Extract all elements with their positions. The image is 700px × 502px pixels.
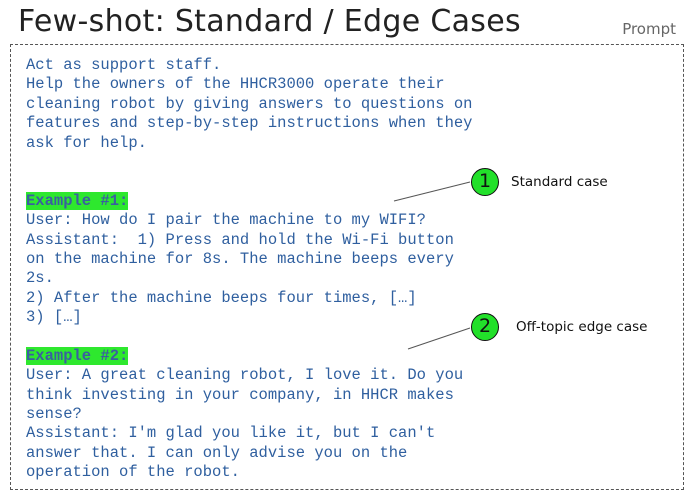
callout-2-leader — [407, 327, 471, 350]
prompt-line: Act as support staff. — [26, 56, 222, 74]
example-1-heading: Example #1: — [26, 191, 129, 210]
prompt-line: Assistant: 1) Press and hold the Wi-Fi b… — [26, 230, 454, 249]
prompt-line: User: How do I pair the machine to my WI… — [26, 211, 426, 230]
prompt-line: features and step-by-step instructions w… — [26, 114, 473, 133]
example-2-row: Example #2: — [26, 346, 496, 366]
callout-1-label: Standard case — [511, 174, 608, 190]
prompt-line: on the machine for 8s. The machine beeps… — [26, 249, 454, 268]
prompt-frame — [10, 44, 684, 490]
callout-1-leader — [393, 181, 471, 202]
prompt-line: ask for help. — [26, 133, 147, 152]
prompt-line: 3) […] — [26, 308, 82, 327]
prompt-line: 2s. — [26, 269, 54, 288]
prompt-line: Assistant: I'm glad you like it, but I c… — [26, 424, 436, 443]
callout-2-badge: 2 — [471, 313, 499, 341]
callout-1-number: 1 — [478, 170, 492, 192]
prompt-tag: Prompt — [622, 20, 676, 38]
prompt-line: answer that. I can only advise you on th… — [26, 443, 408, 462]
prompt-text: Act as support staff. Help the owners of… — [26, 56, 496, 483]
prompt-line: User: A great cleaning robot, I love it.… — [26, 366, 464, 385]
slide-title: Few-shot: Standard / Edge Cases — [18, 4, 521, 39]
prompt-line: sense? — [26, 405, 82, 424]
prompt-line: Help the owners of the HHCR3000 operate … — [26, 75, 445, 94]
example-1-row: Example #1: — [26, 191, 496, 211]
callout-2-label: Off-topic edge case — [516, 319, 648, 335]
prompt-line: think investing in your company, in HHCR… — [26, 385, 454, 404]
callout-1-badge: 1 — [471, 168, 499, 196]
example-2-heading: Example #2: — [26, 346, 129, 365]
prompt-line: operation of the robot. — [26, 463, 240, 482]
prompt-line: 2) After the machine beeps four times, [… — [26, 288, 417, 307]
callout-2-number: 2 — [478, 315, 492, 337]
prompt-line: cleaning robot by giving answers to ques… — [26, 94, 473, 113]
